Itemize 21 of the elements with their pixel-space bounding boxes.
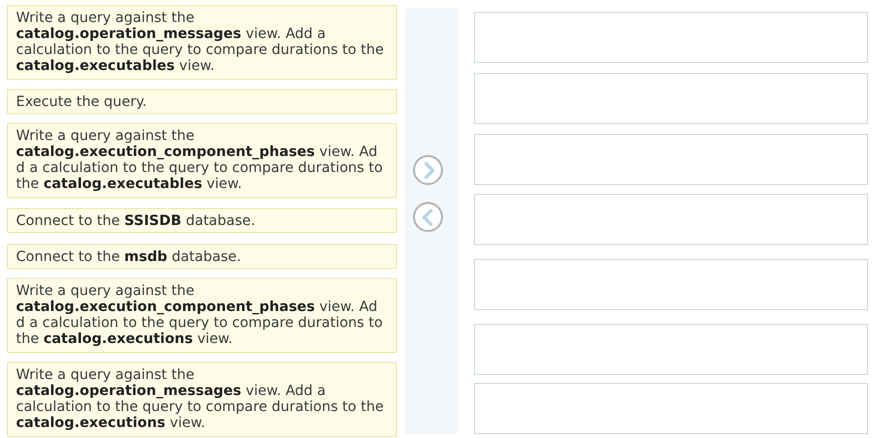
answer-box — [474, 12, 868, 63]
answer-box — [474, 134, 868, 185]
step-text: Write a query against the catalog.operation_messages view. Add a calculation to the query to compare durations to the catalog.executables view. — [16, 10, 385, 74]
step-card — [7, 208, 397, 233]
answer-box — [474, 324, 868, 375]
answer-box — [474, 194, 868, 245]
answer-box — [474, 259, 868, 310]
step-text: Connect to the SSISDB database. — [16, 213, 256, 229]
step-card — [7, 244, 397, 269]
step-text: Connect to the msdb database. — [16, 249, 242, 265]
answer-box — [474, 73, 868, 124]
step-text: Execute the query. — [16, 94, 148, 110]
step-text: Write a query against the catalog.execution_component_phases view. Ad d a calculation to the query to compare durations to the catalog.executables view. — [16, 128, 384, 192]
step-card — [7, 89, 397, 114]
step-text: Write a query against the catalog.execution_component_phases view. Ad d a calculation to the query to compare durations to the catalog.executions view. — [16, 283, 384, 347]
answer-box — [474, 383, 868, 434]
step-card — [7, 278, 397, 353]
step-card — [7, 123, 397, 198]
step-text: Write a query against the catalog.operation_messages view. Add a calculation to the query to compare durations to the catalog.executions view. — [16, 367, 385, 431]
step-card — [7, 5, 397, 80]
step-card — [7, 362, 397, 437]
